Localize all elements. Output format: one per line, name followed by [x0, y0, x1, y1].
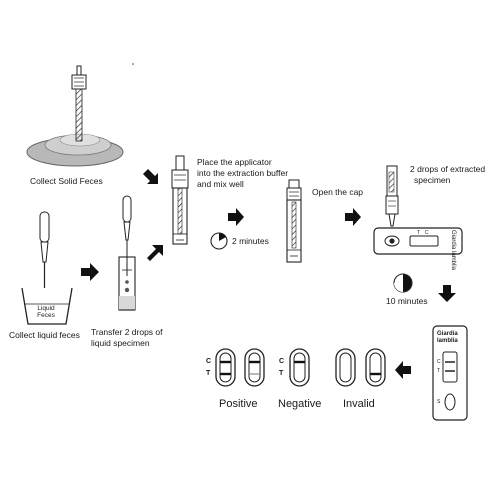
label-transfer-line2: liquid specimen: [91, 338, 150, 348]
pipette-dropper-icon: [122, 195, 132, 276]
result-positive-label: Positive: [219, 398, 258, 410]
open-cap-tube-icon: [286, 179, 302, 263]
test-cassette-vertical: [432, 325, 468, 421]
arrow-diagonal-icon: [147, 245, 163, 261]
cassette-v-t-mark: T: [437, 368, 441, 374]
result-window-invalid-2: [365, 348, 386, 387]
label-jar-line1: Liquid: [37, 305, 55, 312]
label-collect-liquid: Collect liquid feces: [9, 330, 80, 340]
tube-with-applicator-icon: [171, 155, 189, 245]
label-transfer-line1: Transfer 2 drops of: [91, 327, 163, 337]
result-c-label-negative: C: [279, 358, 285, 365]
result-window-negative: [289, 348, 310, 387]
arrow-right-icon: [345, 208, 361, 226]
arrow-diagonal-down-icon: [143, 169, 158, 184]
timer-10-minutes-icon: [393, 273, 413, 293]
arrow-left-icon: [395, 361, 411, 379]
result-invalid-label: Invalid: [343, 398, 375, 410]
applicator-stick-icon: [71, 65, 87, 142]
label-open-cap: Open the cap: [312, 187, 364, 197]
label-drops-line2: specimen: [414, 175, 451, 185]
speck: [132, 63, 134, 65]
cassette-h-brand-1: Giardia: [450, 230, 456, 250]
result-window-positive-2: [244, 348, 265, 387]
arrow-right-icon: [228, 208, 244, 226]
arrow-right-icon: [81, 263, 99, 281]
cassette-h-brand-2: lamblia: [450, 251, 456, 271]
cassette-v-c-mark: C: [437, 359, 441, 365]
label-place-line3: and mix well: [197, 179, 244, 189]
result-window-invalid-1: [335, 348, 356, 387]
cassette-v-s-mark: S: [437, 399, 441, 405]
label-collect-solid: Collect Solid Feces: [30, 176, 103, 186]
label-2-minutes: 2 minutes: [232, 236, 269, 246]
result-window-positive-1: [215, 348, 236, 387]
label-jar: Liquid Feces: [36, 305, 56, 319]
cassette-v-brand-1: Giardia: [437, 331, 458, 337]
cassette-h-c-mark: C: [425, 230, 429, 236]
result-t-label: T: [206, 370, 211, 377]
result-c-label: C: [206, 358, 212, 365]
result-t-label-negative: T: [279, 370, 284, 377]
liquid-beaker-icon: [21, 287, 73, 325]
result-negative-label: Negative: [278, 398, 322, 410]
label-10-minutes: 10 minutes: [386, 296, 428, 306]
label-place-line1: Place the applicator: [197, 157, 272, 167]
timer-2-minutes-icon: [210, 232, 228, 250]
arrow-down-icon: [438, 285, 456, 302]
label-drops-line1: 2 drops of extracted: [410, 164, 486, 174]
test-cassette-horizontal: [373, 227, 463, 255]
cassette-h-brand: Giardia lamblia: [449, 230, 456, 270]
label-place-line2: into the extraction buffer: [197, 168, 289, 178]
dropper-tube-icon: [385, 165, 399, 227]
label-jar-line2: Feces: [37, 312, 55, 319]
cassette-h-t-mark: T: [417, 230, 421, 236]
solid-feces-illustration: [26, 133, 124, 167]
cassette-v-brand-2: lamblia: [437, 338, 458, 344]
